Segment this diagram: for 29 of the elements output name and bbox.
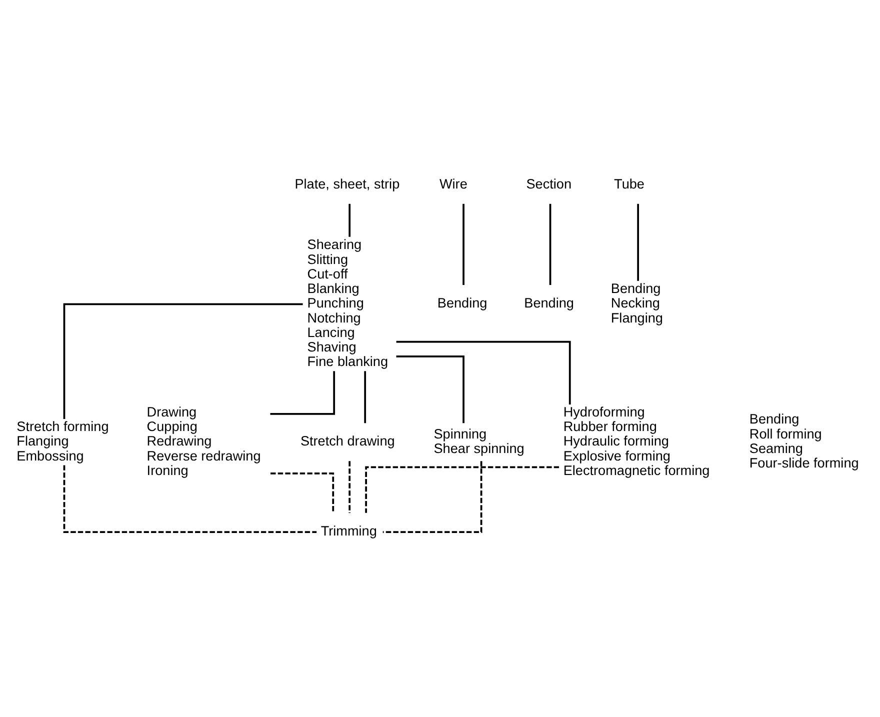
connector xyxy=(270,371,336,415)
connector xyxy=(382,461,482,533)
node-text: Shearing Slitting Cut-off Blanking Punching Notching Lancing Shaving Fine blanking xyxy=(307,237,388,370)
connector xyxy=(63,303,303,420)
node-text: Wire xyxy=(439,176,468,192)
connector xyxy=(549,204,552,285)
connector xyxy=(396,355,464,424)
connector xyxy=(365,466,560,513)
node-text: Plate, sheet, strip xyxy=(294,176,400,192)
node-text: Drawing Cupping Redrawing Reverse redrawing Ironing xyxy=(146,404,261,478)
connector xyxy=(63,465,317,533)
connector xyxy=(364,371,366,424)
node-text: Stretch drawing xyxy=(300,434,395,449)
connector xyxy=(270,472,334,514)
node-text: Trimming xyxy=(320,524,377,539)
connector xyxy=(637,204,640,281)
node-text: Bending xyxy=(524,296,574,311)
node-text: Section xyxy=(526,176,572,192)
node-text: Hydroforming Rubber forming Hydraulic forming Explosive forming Electromagnetic forming xyxy=(563,404,710,478)
connector xyxy=(348,204,351,237)
node-text: Stretch forming Flanging Embossing xyxy=(16,419,109,464)
node-text: Bending Roll forming Seaming Four-slide forming xyxy=(749,412,859,471)
node-text: Spinning Shear spinning xyxy=(434,426,524,456)
node-text: Bending xyxy=(437,296,488,311)
connector xyxy=(462,204,464,285)
connector xyxy=(348,461,351,513)
node-text: Bending Necking Flanging xyxy=(610,281,663,326)
connector xyxy=(396,340,571,404)
node-text: Tube xyxy=(614,176,644,192)
